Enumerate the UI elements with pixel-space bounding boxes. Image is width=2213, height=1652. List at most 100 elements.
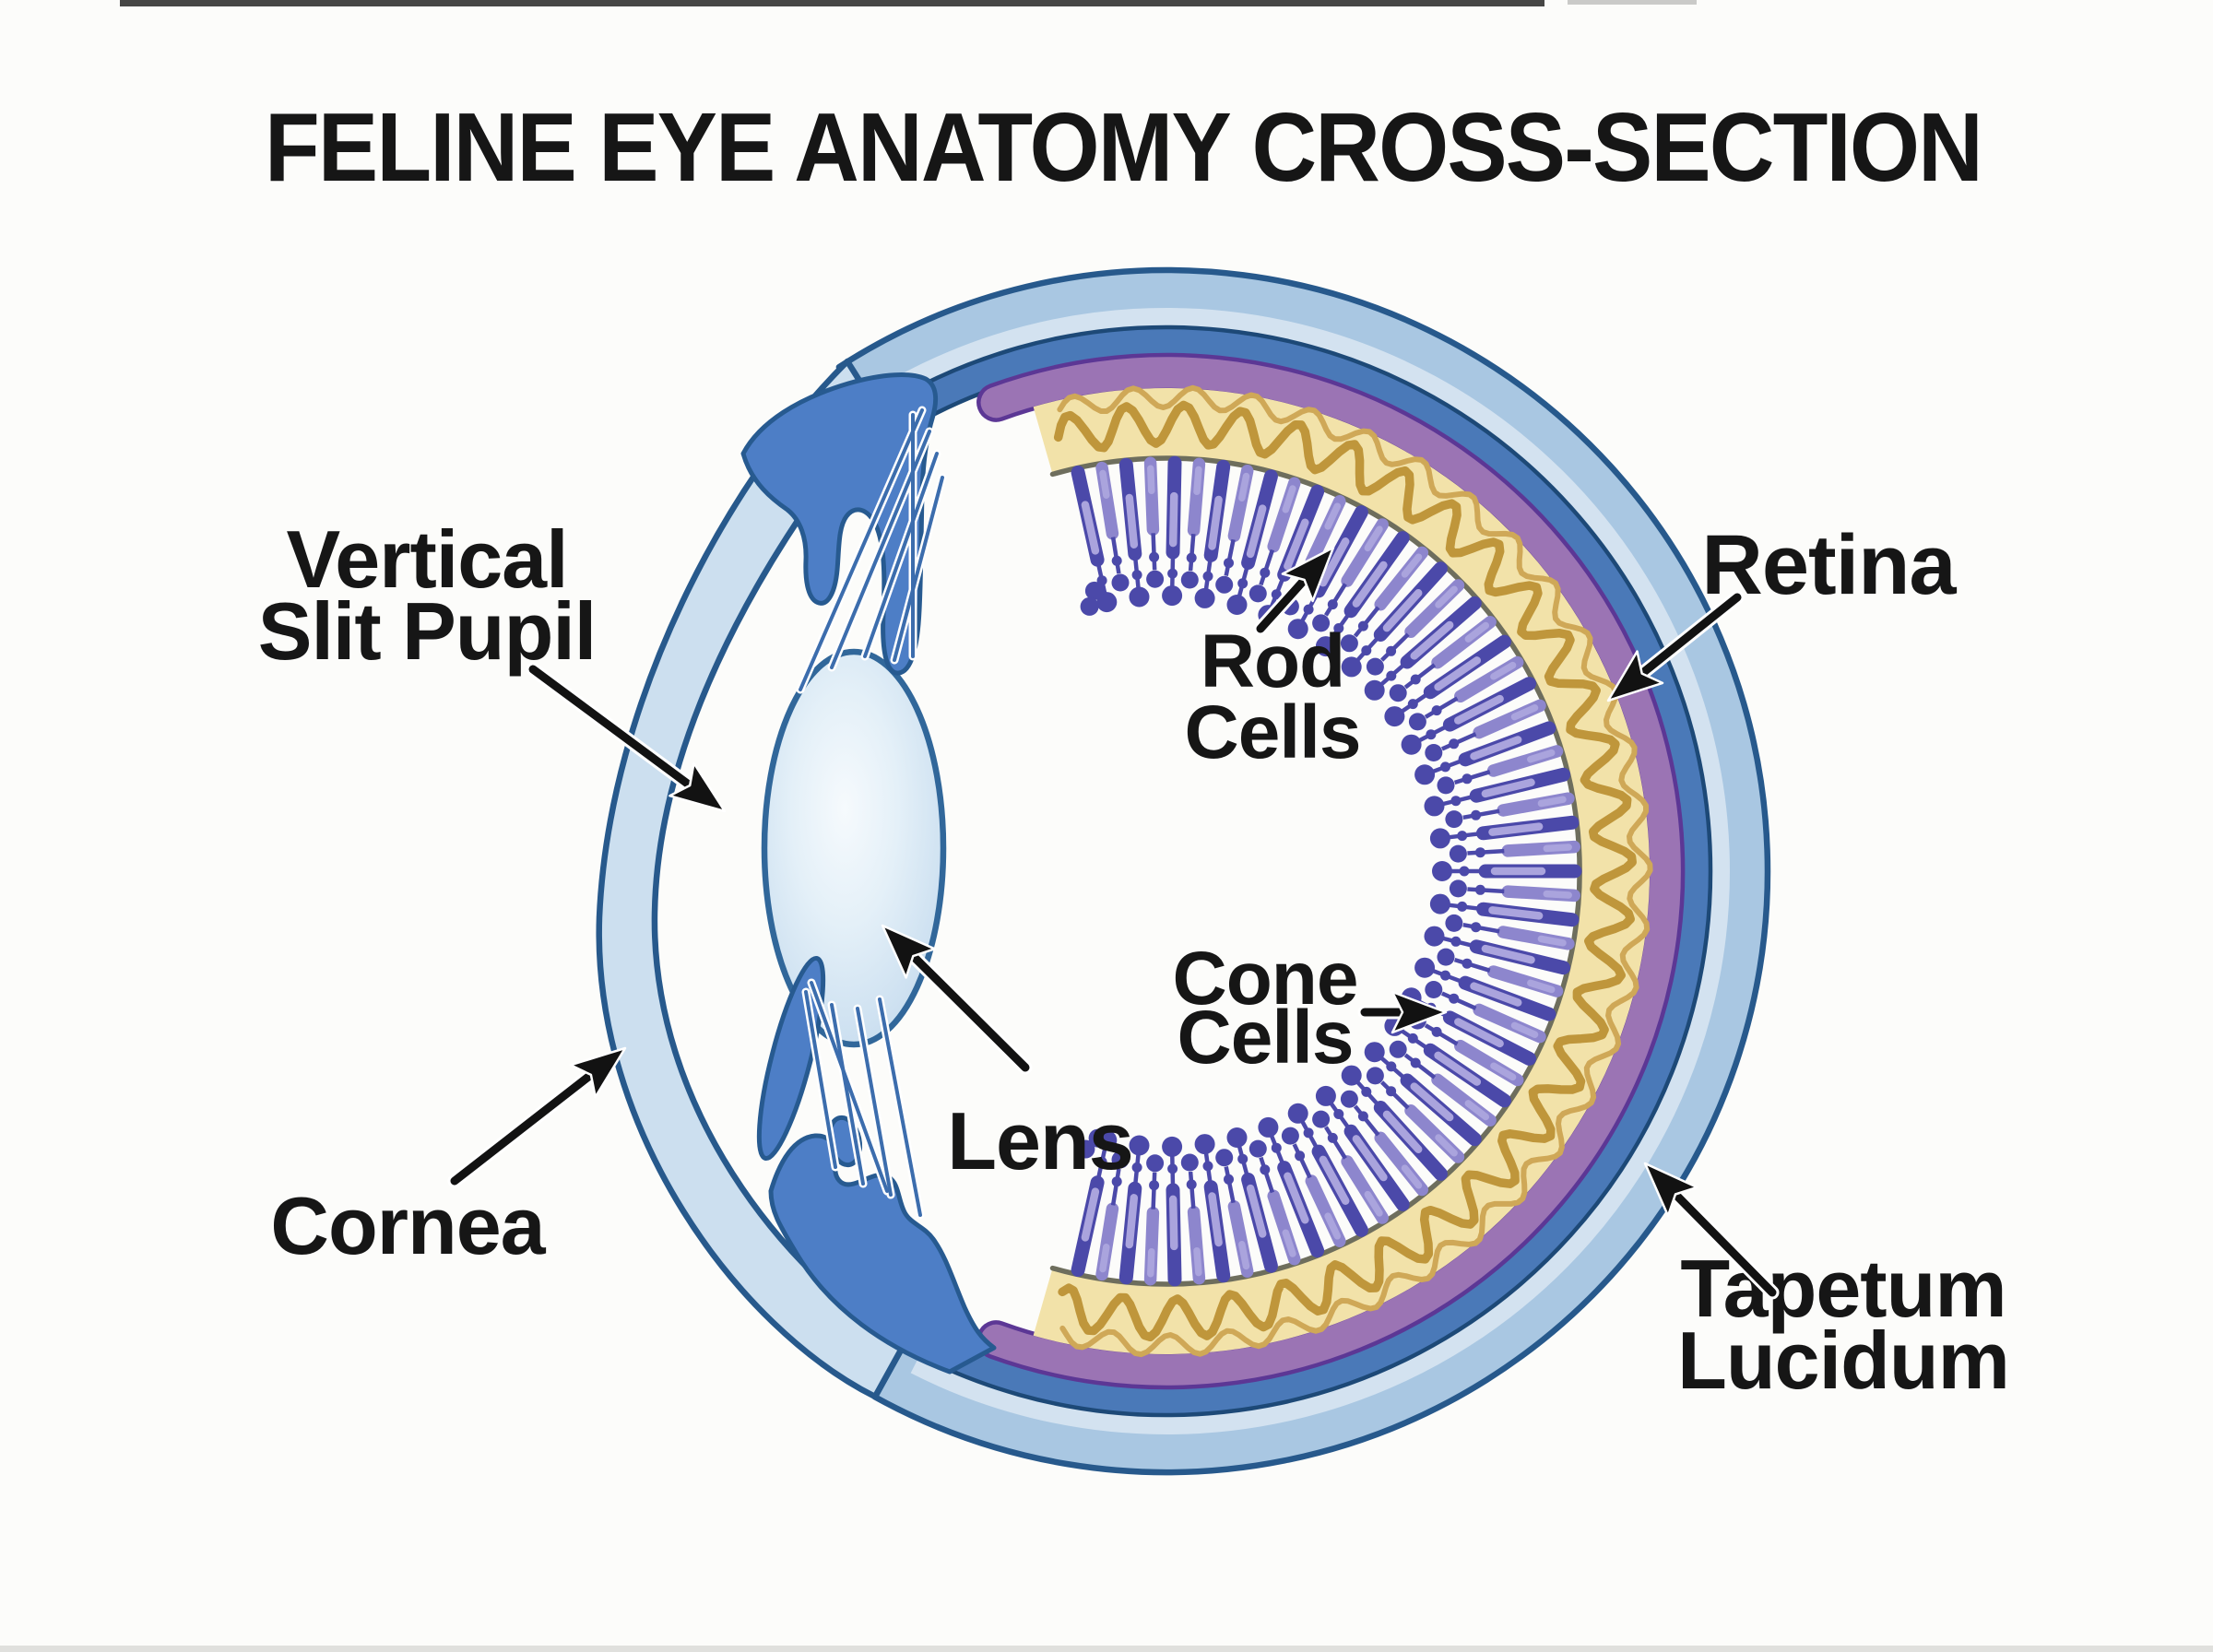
rod-cell-segment xyxy=(1319,1155,1350,1205)
photoreceptor-bulb xyxy=(1357,620,1368,631)
rod-cell-segment xyxy=(1454,694,1504,725)
photoreceptor-bulb xyxy=(1462,773,1473,785)
photoreceptor-dot xyxy=(1076,1139,1095,1159)
photoreceptor-dot xyxy=(1449,844,1467,863)
photoreceptor-bulb xyxy=(1407,1032,1418,1044)
photoreceptor-bulb xyxy=(1386,670,1397,681)
label-vertical-slit-pupil: Slit Pupil xyxy=(258,585,596,677)
photoreceptor-stem xyxy=(1353,606,1380,638)
arrow-head-lens xyxy=(881,924,936,979)
bottom-edge-artifact xyxy=(0,1646,2213,1652)
cone-cell-segment xyxy=(1099,469,1110,499)
photoreceptor-dot xyxy=(1340,634,1358,653)
rod-cell-segment xyxy=(1246,1184,1267,1238)
photoreceptor-dot xyxy=(1437,948,1455,966)
photoreceptor-bulb xyxy=(1271,1142,1282,1153)
photoreceptor-stem xyxy=(1110,537,1121,574)
photoreceptor-bulb xyxy=(1149,1180,1160,1191)
cone-cell-segment xyxy=(1238,1241,1250,1270)
photoreceptor-dot xyxy=(1341,1065,1362,1086)
rod-cell-segment xyxy=(1481,778,1535,798)
photoreceptor-dot xyxy=(1389,684,1407,702)
photoreceptor-dot xyxy=(1162,585,1183,607)
cone-cell-segment xyxy=(1490,1062,1517,1081)
cone-cell-segment xyxy=(1099,1244,1110,1273)
ligament-fiber xyxy=(810,981,889,1193)
photoreceptor-dot xyxy=(1429,893,1450,914)
rod-cell-segment xyxy=(1454,1018,1504,1048)
photoreceptor-bulb xyxy=(1450,936,1462,947)
photoreceptor-bulb xyxy=(1462,958,1473,969)
rod-cell-segment xyxy=(1208,495,1223,550)
rod-cell-segment xyxy=(1382,589,1423,632)
rod-cell-segment xyxy=(1410,620,1454,660)
photoreceptor-bulb xyxy=(1410,674,1421,685)
photoreceptor-stem xyxy=(1403,663,1437,690)
label-vertical-slit-pupil: Vertical xyxy=(286,513,567,605)
photoreceptor-bulb xyxy=(1224,558,1234,569)
tapetum-wave-main xyxy=(1053,400,1637,1342)
annotation-arrows xyxy=(447,546,1780,1300)
cone-cell-segment xyxy=(1527,749,1556,763)
photoreceptor-bulb xyxy=(1361,645,1372,656)
photoreceptor-bulb xyxy=(1131,1162,1142,1173)
photoreceptor-dot xyxy=(1445,914,1463,932)
photoreceptor-stem xyxy=(1380,632,1410,662)
photoreceptor-bulb xyxy=(1333,623,1344,633)
photoreceptor-dot xyxy=(1281,1127,1299,1145)
cone-cell-segment xyxy=(1364,525,1383,552)
photoreceptor-dot xyxy=(1111,573,1130,592)
label-cone-cells: Cells xyxy=(1178,996,1354,1080)
photoreceptor-dot xyxy=(1389,1040,1407,1058)
photoreceptor-bulb xyxy=(1407,699,1418,710)
photoreceptor-stem xyxy=(1453,957,1491,973)
photoreceptor-stem xyxy=(1323,583,1347,617)
photoreceptor-dot xyxy=(1366,657,1384,676)
cone-cell-segment xyxy=(1435,585,1458,608)
photoreceptor-dot xyxy=(1401,734,1422,755)
photoreceptor-stem xyxy=(1188,534,1196,572)
cone-cell-segment xyxy=(1282,485,1296,513)
cone-cell-segment xyxy=(1527,979,1556,994)
rod-cell-segment xyxy=(1246,504,1267,559)
photoreceptor-bulb xyxy=(1202,1161,1213,1172)
photoreceptor-stem xyxy=(1292,1143,1312,1179)
rod-cell-segment xyxy=(1319,537,1350,587)
photoreceptor-dot xyxy=(1341,656,1362,678)
photoreceptor-bulb xyxy=(1131,570,1142,581)
arrow-head-cone-cells xyxy=(1391,990,1448,1034)
photoreceptor-bulb xyxy=(1449,993,1460,1004)
photoreceptor-bulb xyxy=(1149,551,1160,562)
cone-cell-segment xyxy=(1147,465,1155,495)
label-cone-cells: Cone xyxy=(1173,937,1358,1021)
rod-cell-segment xyxy=(1125,493,1139,549)
photoreceptor-dot xyxy=(1364,679,1385,701)
cone-cell-segment xyxy=(1435,1134,1458,1157)
rod-cell-segment xyxy=(1470,736,1522,761)
label-cornea: Cornea xyxy=(270,1180,546,1271)
photoreceptor-bulb xyxy=(1237,1153,1249,1164)
cone-cell-segment xyxy=(1537,935,1567,947)
cone-cell-segment xyxy=(1238,472,1250,502)
photoreceptor-bulb xyxy=(1386,1061,1397,1072)
sclera-inner-highlight xyxy=(876,307,1730,1434)
photoreceptor-dot xyxy=(1215,575,1234,594)
rod-cell-segment xyxy=(1284,1172,1309,1224)
rod-cell-segment xyxy=(1410,1082,1454,1122)
photoreceptor-dot xyxy=(1096,592,1118,613)
cone-cell-segment xyxy=(1147,1247,1155,1278)
photoreceptor-bulb xyxy=(1327,1132,1338,1143)
photoreceptor-dot xyxy=(1129,1135,1150,1156)
tapetum-band xyxy=(1033,388,1651,1354)
photoreceptor-bulb xyxy=(1426,729,1437,740)
rod-cell-segment xyxy=(1352,1135,1388,1182)
top-edge-artifact-2 xyxy=(1568,0,1697,5)
photoreceptor-dot xyxy=(1249,584,1267,603)
cone-cell-segment xyxy=(1282,1229,1296,1257)
photoreceptor-stem xyxy=(1224,1166,1236,1204)
rod-cell-segment xyxy=(1352,560,1388,608)
lens-ellipse xyxy=(761,648,947,1048)
photoreceptor-bulb xyxy=(1237,578,1249,589)
photoreceptor-bulb xyxy=(1471,922,1482,933)
